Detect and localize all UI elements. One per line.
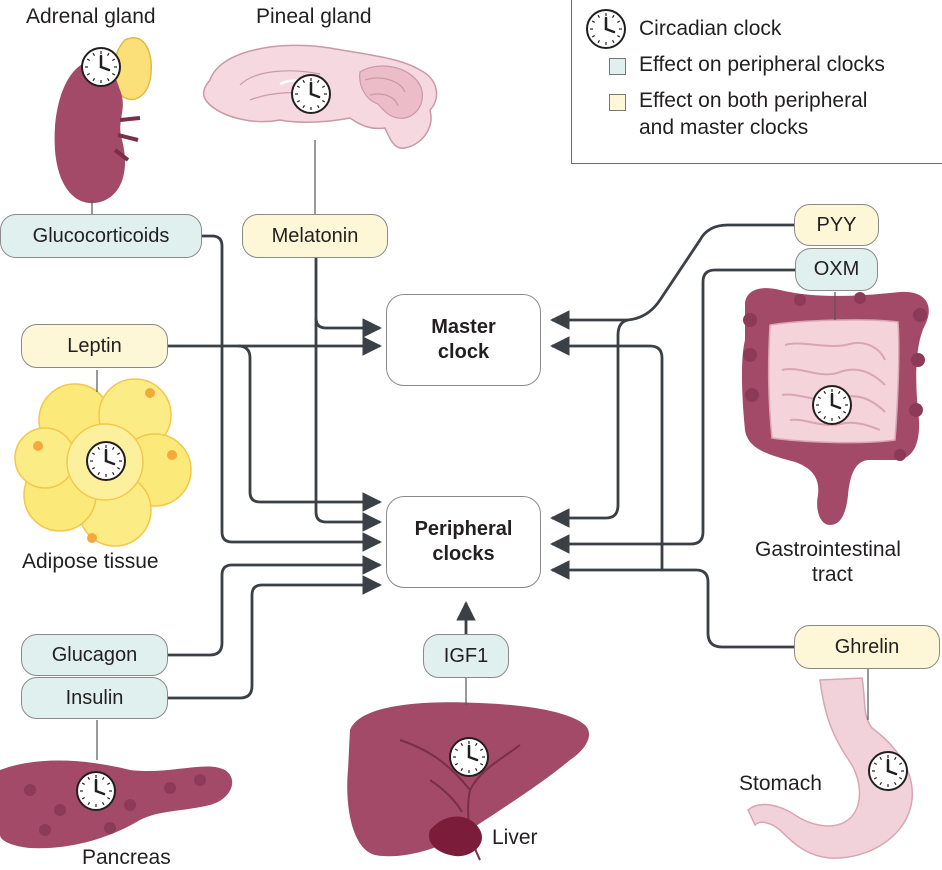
pancreas-clock-icon [75, 770, 117, 812]
liver-label: Liver [492, 826, 538, 849]
liver-illustration [347, 702, 590, 861]
gi-tract-label-2: tract [812, 563, 853, 586]
leptin-pill: Leptin [21, 324, 168, 368]
glucagon-pill: Glucagon [21, 634, 168, 676]
peripheral-clocks-label-1: Peripheral [414, 518, 513, 540]
adipose-clock-icon [85, 440, 127, 482]
pancreas-label: Pancreas [82, 846, 171, 869]
adipose-tissue-illustration [14, 378, 192, 547]
adrenal-gland-illustration [54, 37, 152, 204]
adrenal-clock-icon [80, 46, 122, 88]
liver-clock-icon [448, 736, 490, 778]
insulin-pill: Insulin [21, 677, 168, 719]
legend-peripheral-label: Effect on peripheral clocks [639, 53, 885, 76]
stomach-label: Stomach [739, 772, 822, 795]
adipose-tissue-label: Adipose tissue [22, 550, 159, 573]
legend-both-label-1: Effect on both peripheral [639, 89, 868, 112]
legend-circadian-label: Circadian clock [639, 17, 782, 40]
circadian-clock-icon [585, 8, 627, 50]
legend-peripheral-swatch [609, 58, 626, 75]
pyy-pill: PYY [794, 204, 879, 246]
hormone-arrows [168, 223, 795, 700]
pancreas-illustration [0, 760, 233, 849]
glucocorticoids-pill: Glucocorticoids [0, 214, 202, 258]
stomach-clock-icon [867, 750, 909, 792]
legend: Circadian clock Effect on peripheral clo… [571, 0, 942, 164]
master-clock-box: Master clock [386, 294, 541, 386]
adrenal-gland-label: Adrenal gland [26, 5, 156, 28]
pineal-gland-label: Pineal gland [256, 5, 372, 28]
ghrelin-pill: Ghrelin [794, 625, 940, 669]
legend-both-label-2: and master clocks [639, 116, 809, 139]
oxm-pill: OXM [795, 248, 878, 291]
pineal-clock-icon [290, 73, 332, 115]
gi-tract-label-1: Gastrointestinal [755, 538, 901, 561]
legend-both-swatch [609, 94, 626, 111]
master-clock-label-2: clock [437, 341, 490, 363]
peripheral-clocks-box: Peripheral clocks [386, 496, 541, 588]
igf1-pill: IGF1 [423, 634, 509, 678]
gi-clock-icon [811, 384, 853, 426]
organ-connectors [91, 140, 869, 760]
master-clock-label-1: Master [431, 316, 496, 338]
melatonin-pill: Melatonin [242, 214, 388, 258]
peripheral-clocks-label-2: clocks [432, 543, 495, 565]
